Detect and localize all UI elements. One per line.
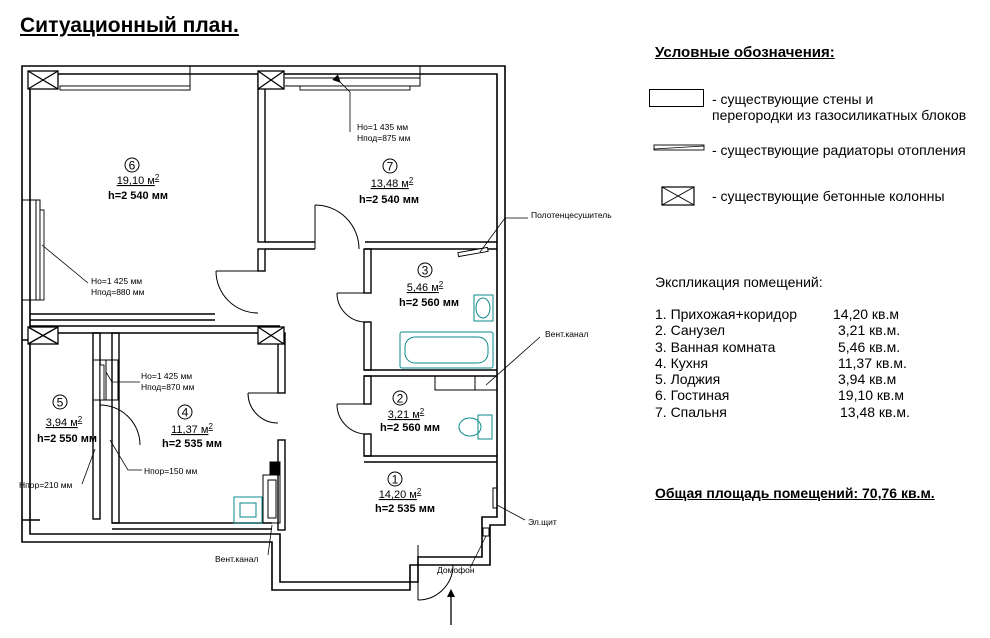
legend-radiators-text: - существующие радиаторы отопления (712, 142, 966, 158)
svg-text:Нпод=875 мм: Нпод=875 мм (357, 133, 411, 143)
window-kitchen (93, 359, 119, 401)
radiator-symbol (653, 144, 705, 151)
column-4 (257, 326, 285, 345)
room-label-3: 3 5,46 м2 h=2 560 мм (399, 262, 459, 309)
explication-title: Экспликация помещений: (655, 274, 823, 290)
window-bedroom (285, 65, 421, 87)
svg-text:h=2 560 мм: h=2 560 мм (380, 422, 440, 434)
legend-title: Условные обозначения: (655, 44, 835, 61)
legend-columns-text: - существующие бетонные колонны (712, 188, 945, 204)
svg-text:11,37 м2: 11,37 м2 (171, 422, 213, 436)
svg-text:5,46 м2: 5,46 м2 (407, 280, 444, 294)
legend-walls-text-1: - существующие стены и (712, 91, 874, 107)
toilet (458, 414, 493, 440)
svg-text:3,94 м2: 3,94 м2 (46, 415, 83, 429)
column-3 (27, 326, 59, 345)
door-loggia (99, 404, 141, 446)
svg-text:Нпод=870 мм: Нпод=870 мм (141, 382, 195, 392)
total-area: Общая площадь помещений: 70,76 кв.м. (655, 485, 935, 501)
svg-text:h=2 535 мм: h=2 535 мм (375, 503, 435, 515)
kitchen-sink (233, 496, 263, 524)
window-living-side (22, 199, 41, 301)
svg-text:Домофон: Домофон (437, 565, 475, 575)
column-1 (27, 70, 59, 90)
boxes (262, 375, 498, 537)
svg-text:4: 4 (182, 406, 189, 420)
svg-text:h=2 535 мм: h=2 535 мм (162, 438, 222, 450)
svg-text:13,48 м2: 13,48 м2 (371, 176, 414, 190)
svg-text:2: 2 (397, 392, 404, 406)
concrete-column-symbol (661, 186, 695, 206)
window-loggia (21, 340, 31, 520)
svg-text:1: 1 (392, 473, 399, 487)
svg-text:14,20 м2: 14,20 м2 (379, 487, 422, 501)
column-2 (257, 70, 285, 90)
svg-text:h=2 540 мм: h=2 540 мм (359, 194, 419, 206)
svg-text:Но=1 425 мм: Но=1 425 мм (91, 276, 142, 286)
room-height: h=2 540 мм (108, 190, 168, 202)
room-label-6: 6 19,10 м2 h=2 540 мм (108, 157, 168, 202)
svg-text:7: 7 (387, 160, 394, 174)
door-entrance (417, 545, 454, 601)
door-living (215, 270, 259, 314)
legend-walls-text-2: перегородки из газосиликатных блоков (712, 107, 967, 123)
door-bathroom (336, 292, 365, 323)
annotations: Но=1 435 мм Нпод=875 мм Но=1 425 мм Нпод… (19, 74, 612, 575)
windows (21, 65, 421, 520)
svg-text:h=2 560 мм: h=2 560 мм (399, 297, 459, 309)
room-label-5: 5 3,94 м2 h=2 550 мм (37, 394, 97, 445)
doors (99, 204, 454, 601)
svg-text:Но=1 425 мм: Но=1 425 мм (141, 371, 192, 381)
bathtub (399, 331, 494, 369)
washbasin-bath (473, 294, 494, 322)
svg-text:Нпор=210 мм: Нпор=210 мм (19, 480, 73, 490)
svg-text:Эл.щит: Эл.щит (528, 517, 557, 527)
svg-text:19,10 м2: 19,10 м2 (117, 173, 160, 187)
door-bedroom (314, 204, 360, 250)
svg-text:3: 3 (422, 264, 429, 278)
svg-text:Но=1 435 мм: Но=1 435 мм (357, 122, 408, 132)
svg-text:Вент.канал: Вент.канал (545, 329, 588, 339)
room-label-1: 1 14,20 м2 h=2 535 мм (375, 471, 435, 515)
svg-text:Полотенцесушитель: Полотенцесушитель (531, 210, 612, 220)
door-wc (336, 403, 365, 435)
door-kitchen (247, 392, 279, 424)
svg-text:3,21 м2: 3,21 м2 (388, 407, 425, 421)
page-title: Ситуационный план. (20, 14, 239, 37)
svg-text:5: 5 (57, 396, 64, 410)
radiators (39, 85, 489, 401)
room-label-7: 7 13,48 м2 h=2 540 мм (359, 158, 419, 206)
room-label-4: 4 11,37 м2 h=2 535 мм (162, 404, 222, 450)
columns (27, 70, 285, 345)
wall-living-bedroom (257, 73, 266, 243)
room-number: 6 (129, 159, 136, 173)
svg-text:Нпор=150 мм: Нпор=150 мм (144, 466, 198, 476)
wall-block-symbol (649, 89, 704, 107)
svg-text:Вент.канал: Вент.канал (215, 554, 258, 564)
svg-text:Нпод=880 мм: Нпод=880 мм (91, 287, 145, 297)
room-label-2: 2 3,21 м2 h=2 560 мм (380, 390, 440, 434)
svg-text:h=2 550 мм: h=2 550 мм (37, 433, 97, 445)
